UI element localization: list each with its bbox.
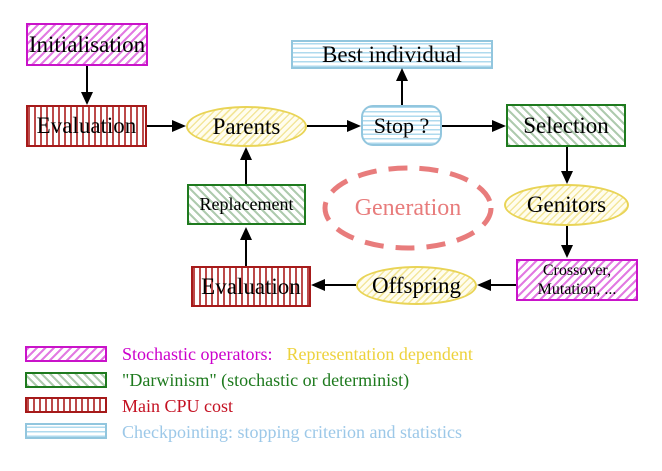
legend-row-stochastic-operators: Stochastic operators: Representation depe… xyxy=(122,344,473,365)
node-selection: Selection xyxy=(506,104,626,147)
node-replacement: Replacement xyxy=(187,184,306,225)
arrowhead-right-icon xyxy=(492,120,506,132)
node-generation-label: Generation xyxy=(354,194,462,221)
legend-row-darwinism: "Darwinism" (stochastic or determinist) xyxy=(122,370,409,391)
node-generation: Generation xyxy=(321,164,495,252)
node-evaluation-bottom-label: Evaluation xyxy=(201,273,301,299)
node-crossover-mutation: Crossover, Mutation, ... xyxy=(516,259,638,301)
node-best-individual-label: Best individual xyxy=(322,41,462,67)
arrow-line xyxy=(442,125,493,127)
arrow-line xyxy=(245,240,247,266)
arrowhead-right-icon xyxy=(172,120,186,132)
legend-label-representation-dependent: Representation dependent xyxy=(286,344,473,364)
node-selection-label: Selection xyxy=(523,112,609,138)
node-crossover-label-line2: Mutation, ... xyxy=(537,281,617,298)
legend-swatch-checkpointing xyxy=(25,423,107,439)
legend-label-stochastic-operators: Stochastic operators: xyxy=(122,344,273,364)
arrowhead-right-icon xyxy=(347,120,361,132)
arrowhead-down-icon xyxy=(81,92,93,105)
node-crossover-label-line1: Crossover, xyxy=(542,261,612,279)
node-initialisation: Initialisation xyxy=(26,23,148,66)
arrow-line xyxy=(86,66,88,92)
legend-label-checkpointing: Checkpointing: stopping criterion and st… xyxy=(122,422,462,442)
arrow-line xyxy=(307,125,348,127)
node-genitors: Genitors xyxy=(504,184,629,226)
node-parents-label: Parents xyxy=(212,113,281,139)
legend-swatch-darwinism xyxy=(25,372,107,388)
node-stop: Stop ? xyxy=(361,105,442,146)
arrowhead-left-icon xyxy=(311,279,325,291)
node-genitors-label: Genitors xyxy=(526,192,607,217)
node-offspring: Offspring xyxy=(356,266,477,305)
legend-row-checkpointing: Checkpointing: stopping criterion and st… xyxy=(122,422,462,443)
arrow-line xyxy=(566,147,568,172)
node-evaluation-top: Evaluation xyxy=(26,105,147,147)
node-initialisation-label: Initialisation xyxy=(28,31,146,57)
generation-dashed-ellipse-icon xyxy=(322,165,494,251)
arrowhead-left-icon xyxy=(477,279,491,291)
arrow-line xyxy=(491,284,516,286)
legend-label-cpu-cost: Main CPU cost xyxy=(122,396,234,416)
arrowhead-down-icon xyxy=(561,171,573,184)
node-offspring-label: Offspring xyxy=(371,272,461,298)
arrowhead-up-icon xyxy=(240,227,252,240)
arrow-line xyxy=(401,81,403,105)
node-evaluation-top-label: Evaluation xyxy=(36,113,137,138)
legend-swatch-cpu-cost xyxy=(25,397,107,413)
arrowhead-up-icon xyxy=(240,147,252,160)
node-parents: Parents xyxy=(186,106,307,147)
arrow-line xyxy=(147,125,173,127)
legend-row-cpu-cost: Main CPU cost xyxy=(122,396,233,417)
arrowhead-down-icon xyxy=(561,245,573,258)
legend-swatch-stochastic-operators xyxy=(25,346,107,362)
node-replacement-label: Replacement xyxy=(199,194,294,214)
node-stop-label: Stop ? xyxy=(373,112,430,138)
node-evaluation-bottom: Evaluation xyxy=(191,266,311,307)
arrowhead-up-icon xyxy=(396,68,408,81)
arrow-line xyxy=(245,160,247,184)
node-best-individual: Best individual xyxy=(291,40,493,69)
legend-label-darwinism: "Darwinism" (stochastic or determinist) xyxy=(122,370,410,390)
arrow-line xyxy=(566,226,568,246)
arrow-line xyxy=(325,284,356,286)
